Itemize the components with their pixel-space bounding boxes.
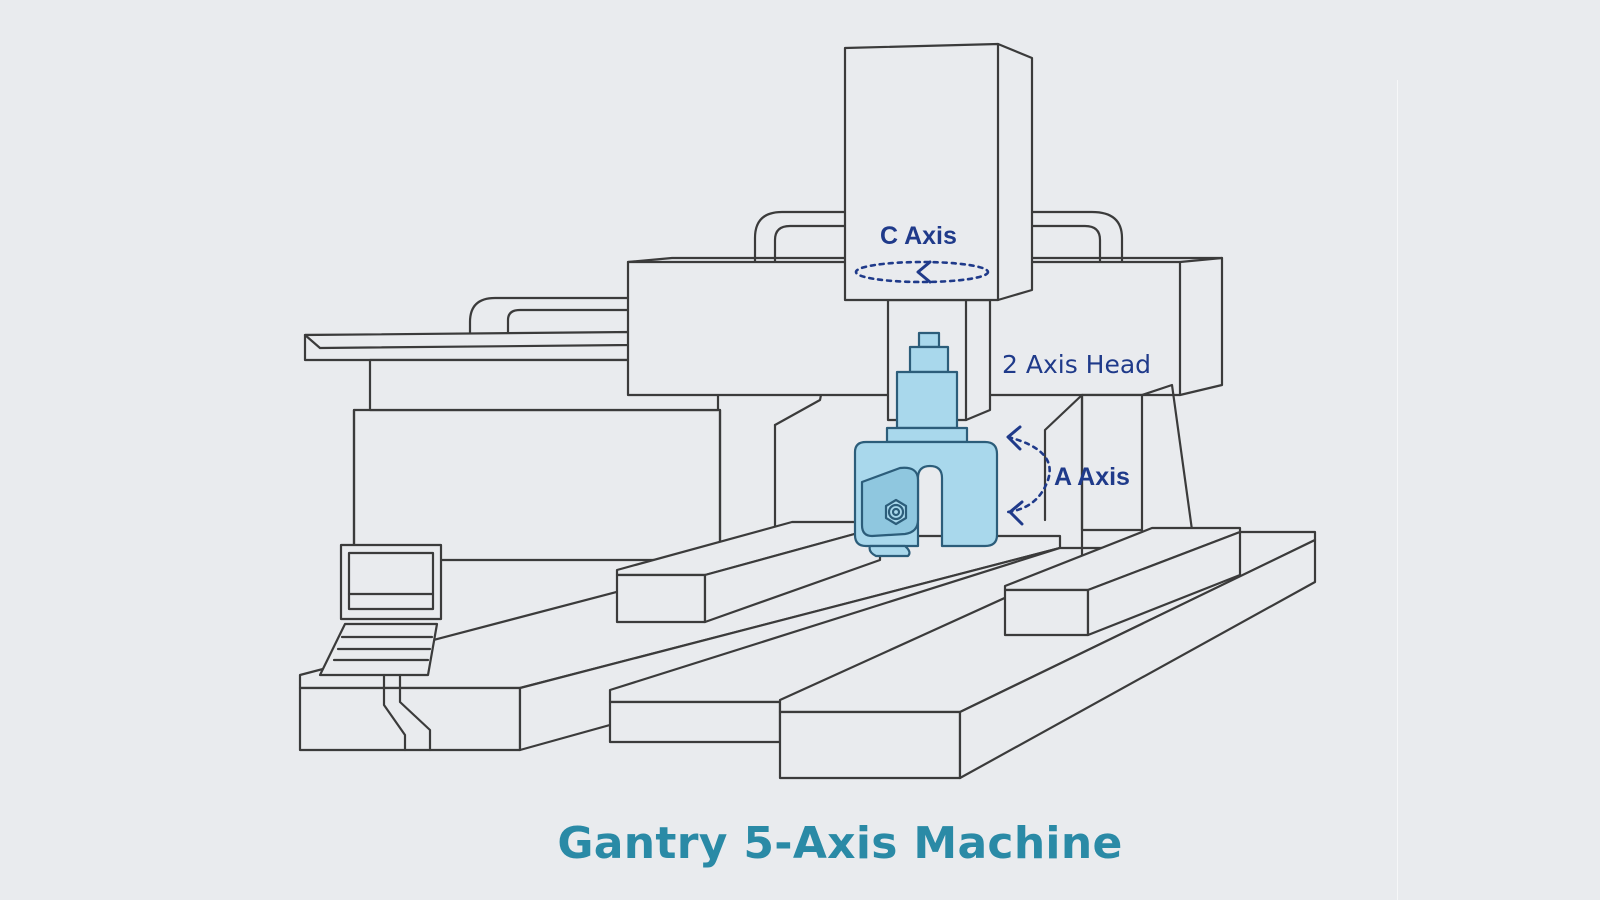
diagram-title: Gantry 5-Axis Machine — [557, 818, 1123, 869]
spindle-flange — [885, 426, 969, 444]
spindle-body — [895, 370, 959, 430]
tool-holder-icon — [884, 498, 908, 526]
c-axis-label: C Axis — [880, 222, 957, 250]
right-gantry-leg — [1003, 383, 1242, 637]
c-axis-rotation-arrow — [854, 260, 990, 284]
head-base-lip — [868, 544, 911, 558]
head-label: 2 Axis Head — [1002, 350, 1151, 379]
left-gantry-side — [303, 296, 827, 587]
a-axis-rotation-arrow — [1006, 435, 1051, 514]
spindle-collar — [908, 345, 950, 374]
two-axis-head — [853, 331, 999, 558]
left-leg-foot — [615, 520, 882, 624]
c-axis-arrowhead-icon — [916, 260, 932, 284]
console-screen — [347, 551, 435, 611]
a-axis-arrowhead-top-icon — [1006, 425, 1022, 451]
a-axis-arrowhead-bottom-icon — [1008, 500, 1024, 526]
spindle-cap — [917, 331, 941, 349]
a-axis-spindle-block — [860, 466, 920, 538]
control-console — [318, 543, 443, 752]
a-axis-indicator: A Axis — [1006, 425, 1130, 526]
c-axis-indicator: C Axis — [854, 222, 990, 284]
a-axis-label: A Axis — [1054, 463, 1130, 491]
panel-edge — [1397, 80, 1398, 900]
